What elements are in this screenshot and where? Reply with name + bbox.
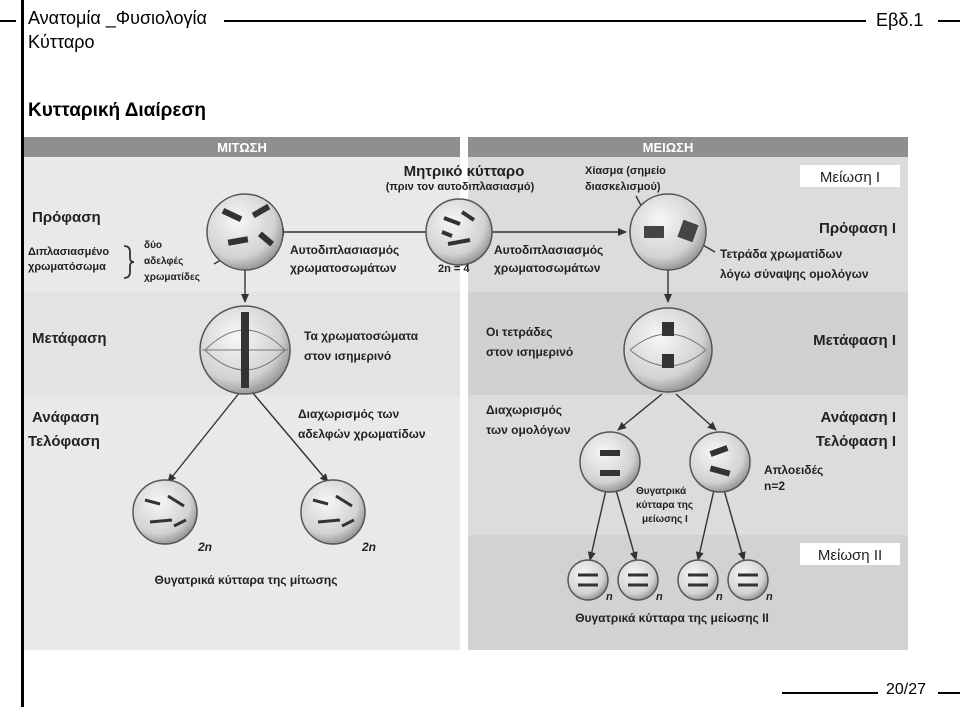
duplicated-label-2: χρωματόσωμα	[28, 261, 106, 273]
footer-rule-right-stub	[938, 692, 960, 694]
mitosis-2n-right: 2n	[361, 540, 376, 554]
header-rule-left-stub	[0, 20, 16, 22]
duplicated-bracket	[123, 245, 135, 279]
week-label: Εβδ.1	[876, 10, 924, 30]
mitosis-daughter-right	[300, 479, 366, 545]
self-dup-right-2: χρωματοσωμάτων	[494, 261, 601, 275]
parent-cell-label: Μητρικό κύτταρο	[404, 163, 525, 180]
tetrads-equator-1: Οι τετράδες	[486, 325, 552, 339]
homolog-sep-1: Διαχωρισμός	[486, 403, 562, 417]
meiosis-header: ΜΕΙΩΣΗ	[643, 140, 694, 155]
daughters-m1-2: κύτταρα της	[636, 500, 693, 511]
sister-sep-1: Διαχωρισμός των	[298, 407, 400, 421]
sisters-label-2: αδελφές	[144, 256, 183, 267]
meiosis-1-box	[800, 165, 900, 187]
tetrad-label-1: Τετράδα χρωματίδων	[720, 247, 843, 261]
ploidy-label: 2n = 4	[438, 263, 470, 275]
chiasma-label-2: διασκελισμού)	[585, 181, 661, 193]
sisters-label-1: δύο	[144, 240, 162, 251]
duplicated-label-1: Διπλασιασμένο	[28, 246, 109, 258]
meiosis2-daughter-3	[677, 559, 719, 601]
tetrad-label-2: λόγω σύναψης ομολόγων	[720, 267, 869, 281]
header-rule-right-stub	[938, 20, 960, 22]
n-label-3: n	[716, 591, 723, 603]
chiasma-label-1: Χίασμα (σημείο	[585, 165, 666, 177]
left-vertical-rule	[21, 0, 24, 707]
header-rule	[224, 20, 866, 22]
meiosis-2-box	[800, 543, 900, 565]
self-dup-right-1: Αυτοδιπλασιασμός	[494, 243, 603, 257]
slide-title: Κυτταρική Διαίρεση	[28, 100, 206, 121]
arrow-m2-c	[695, 489, 715, 561]
daughters-m1-3: μείωσης Ι	[642, 514, 688, 525]
meiosis2-daughter-4	[727, 559, 769, 601]
anaphase-label: Ανάφαση	[32, 409, 99, 426]
parent-cell	[425, 198, 493, 266]
haploid-label-1: Απλοειδές	[764, 463, 823, 477]
prophase-1-label: Πρόφαση Ι	[819, 220, 896, 237]
footer-rule	[782, 692, 878, 694]
tetrads-equator-2: στον ισημερινό	[486, 345, 573, 359]
metaphase-1-label: Μετάφαση Ι	[813, 332, 896, 349]
n-label-1: n	[606, 591, 613, 603]
course-title: Ανατομία _Φυσιολογία	[28, 8, 207, 28]
daughters-m1-1: Θυγατρικά	[636, 486, 687, 497]
sisters-label-3: χρωματίδες	[144, 272, 200, 283]
meiosis-1-label: Μείωση Ι	[820, 169, 880, 186]
meiosis2-daughter-1	[567, 559, 609, 601]
prophase-label: Πρόφαση	[32, 209, 101, 226]
mitosis-header: ΜΙΤΩΣΗ	[217, 140, 267, 155]
meiosis1-daughter-right	[689, 431, 751, 493]
meiosis1-daughter-left	[579, 431, 641, 493]
haploid-label-2: n=2	[764, 479, 785, 493]
course-subtitle: Κύτταρο	[28, 32, 95, 52]
parent-cell-note: (πριν τον αυτοδιπλασιασμό)	[386, 181, 535, 193]
n-label-4: n	[766, 591, 773, 603]
chrom-equator-1: Τα χρωματοσώματα	[304, 329, 419, 343]
self-dup-left-1: Αυτοδιπλασιασμός	[290, 243, 399, 257]
anaphase-1-label: Ανάφαση Ι	[820, 409, 896, 426]
n-label-2: n	[656, 591, 663, 603]
arrow-mitosis-daughter-left	[167, 391, 241, 483]
meiosis-prophase-cell	[629, 193, 707, 271]
meiosis2-daughter-2	[617, 559, 659, 601]
sister-sep-2: αδελφών χρωματίδων	[298, 427, 426, 441]
meiosis2-daughters-caption: Θυγατρικά κύτταρα της μείωσης ΙΙ	[575, 611, 769, 625]
arrow-m2-d	[723, 489, 746, 561]
arrow-mitosis-daughter-right	[251, 391, 329, 483]
meiosis-2-label: Μείωση ΙΙ	[818, 547, 882, 564]
mitosis-prophase-cell	[206, 193, 284, 271]
meiosis-metaphase-cell	[623, 307, 713, 393]
arrow-meiosis1-left	[617, 393, 663, 431]
arrow-m2-a	[587, 489, 607, 561]
chrom-equator-2: στον ισημερινό	[304, 349, 391, 363]
arrow-m2-b	[615, 489, 638, 561]
page-number: 20/27	[886, 681, 927, 698]
metaphase-label: Μετάφαση	[32, 330, 107, 347]
arrow-meiosis1-right	[675, 393, 717, 431]
homolog-sep-2: των ομολόγων	[486, 423, 571, 437]
self-dup-left-2: χρωματοσωμάτων	[290, 261, 397, 275]
telophase-1-label: Τελόφαση Ι	[816, 433, 896, 450]
mitosis-metaphase-cell	[199, 305, 291, 395]
mitosis-daughter-left	[132, 479, 198, 545]
mitosis-daughters-caption: Θυγατρικά κύτταρα της μίτωσης	[155, 573, 338, 587]
mitosis-2n-left: 2n	[197, 540, 212, 554]
telophase-label: Τελόφαση	[28, 433, 100, 450]
